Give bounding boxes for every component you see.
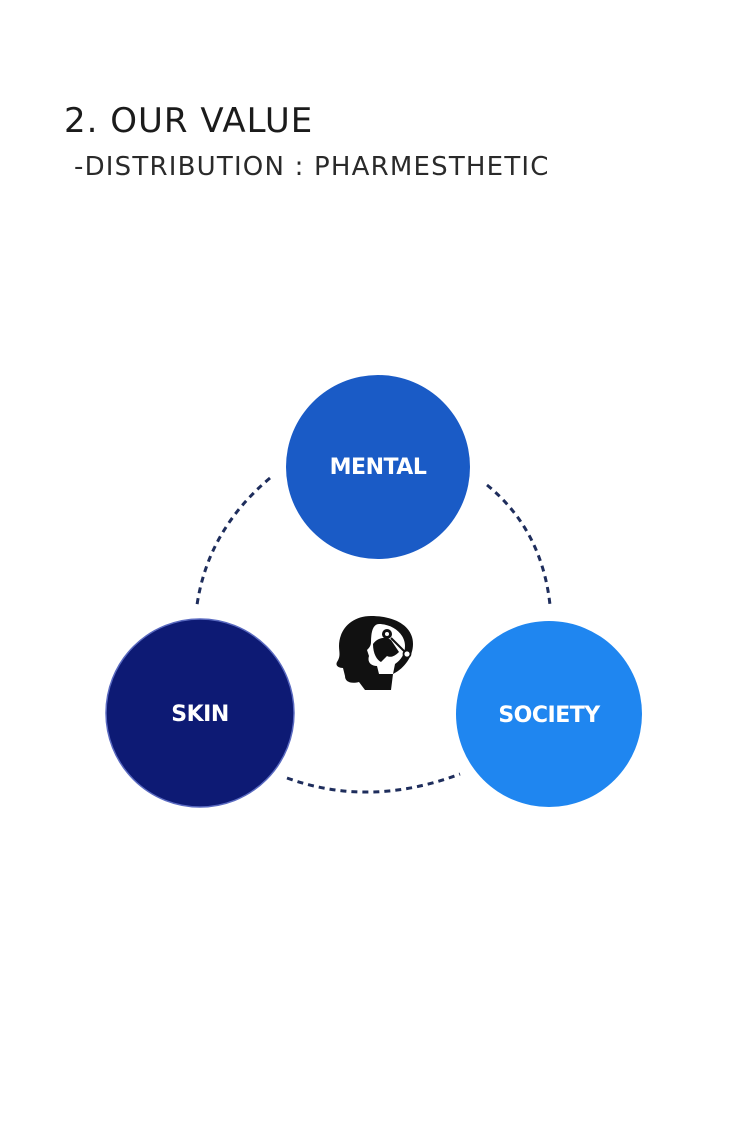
node-skin: SKIN [105,618,295,808]
node-skin-label: SKIN [171,702,229,727]
node-society-label: SOCIETY [498,703,601,728]
head-profile-icon [336,616,413,690]
node-mental-circle [286,375,470,559]
node-skin-circle [105,618,295,808]
page-title: 2. OUR VALUE [64,101,314,141]
connector-arc-mental-society [486,483,552,606]
page-subtitle: -DISTRIBUTION : PHARMESTHETIC [74,152,550,182]
connector-arc-skin-society [286,772,461,794]
node-society-circle [456,621,642,807]
node-mental-label: MENTAL [330,455,427,480]
node-society: SOCIETY [456,621,642,807]
node-mental: MENTAL [286,375,470,559]
connector-arc-mental-skin [195,476,271,606]
